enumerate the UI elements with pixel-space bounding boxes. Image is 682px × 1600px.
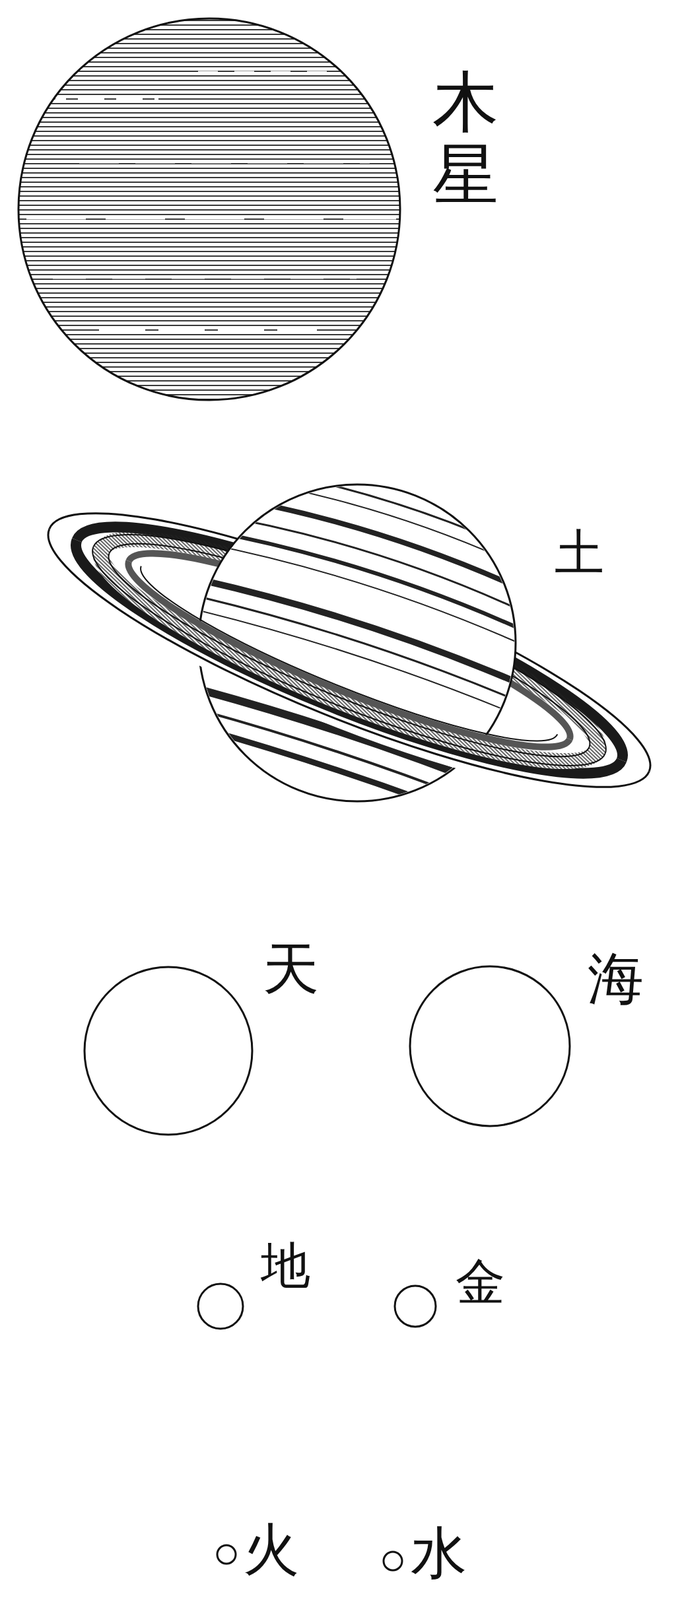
mercury — [383, 1552, 403, 1571]
planet-label: 天 — [262, 940, 319, 997]
planet-label: 地 — [260, 1241, 311, 1291]
planet-label: 木星 — [432, 66, 499, 212]
planet-label: 金 — [455, 1257, 506, 1308]
uranus — [84, 967, 253, 1135]
planet-label: 火 — [242, 1521, 300, 1578]
planet-label: 海 — [587, 950, 644, 1007]
venus — [394, 1286, 436, 1328]
earth — [198, 1284, 243, 1330]
mars — [217, 1545, 236, 1565]
neptune — [409, 966, 570, 1127]
saturn — [23, 446, 676, 836]
planet-label: 水 — [410, 1525, 467, 1582]
jupiter — [18, 18, 401, 401]
planet-label: 土 — [554, 528, 605, 578]
